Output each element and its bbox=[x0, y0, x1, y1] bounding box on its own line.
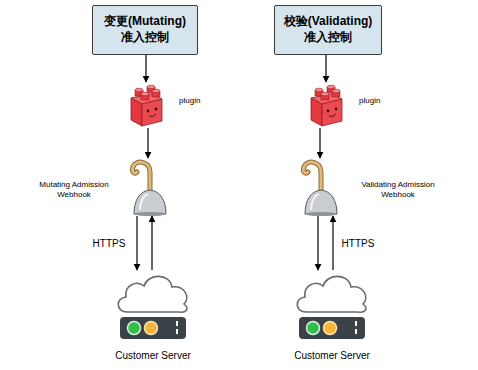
plugin-label: plugin bbox=[359, 96, 380, 106]
webhook-icon: Mutating Admission Webhook bbox=[126, 158, 172, 216]
customer-server-icon: Customer Server bbox=[113, 270, 193, 342]
brick-eye bbox=[155, 108, 158, 111]
hook-shine bbox=[311, 194, 319, 210]
webhook-icon: Validating Admission Webhook bbox=[297, 158, 343, 216]
server-label: Customer Server bbox=[294, 350, 370, 361]
brick-eye bbox=[327, 110, 330, 113]
arrow-connector bbox=[145, 55, 146, 82]
hook-bell bbox=[134, 190, 166, 214]
arrow-connector bbox=[136, 216, 137, 270]
server-slot bbox=[355, 329, 357, 334]
arrow-connector bbox=[332, 216, 333, 270]
hook-shine bbox=[140, 194, 148, 210]
cloud-outline bbox=[297, 276, 366, 312]
brick-stud-top bbox=[332, 89, 340, 93]
hook-bell bbox=[305, 190, 337, 214]
plugin-icon: plugin bbox=[127, 82, 165, 128]
server-led-green bbox=[128, 322, 141, 335]
plugin-illustration bbox=[127, 82, 165, 128]
admission-control-box: 校验(Validating) 准入控制 bbox=[274, 5, 382, 55]
brick-side bbox=[131, 98, 142, 126]
brick-stud-top bbox=[135, 88, 143, 92]
plugin-illustration bbox=[307, 82, 345, 128]
customer-server-icon: Customer Server bbox=[292, 270, 372, 342]
server-slot bbox=[176, 329, 178, 334]
brick-eye bbox=[147, 110, 150, 113]
cloud-outline bbox=[118, 276, 187, 312]
box-title: 校验(Validating) 准入控制 bbox=[278, 14, 378, 45]
server-slot bbox=[355, 321, 357, 326]
brick-stud-top bbox=[152, 89, 160, 93]
server-slot bbox=[176, 321, 178, 326]
admission-control-box: 变更(Mutating) 准入控制 bbox=[92, 5, 198, 55]
hook-rim bbox=[134, 212, 166, 216]
hook-rim bbox=[305, 212, 337, 216]
brick-stud-top bbox=[321, 92, 329, 96]
webhook-label: Validating Admission Webhook bbox=[347, 180, 449, 200]
cloud-illustration bbox=[292, 270, 372, 342]
server-body bbox=[120, 317, 186, 339]
cloud-illustration bbox=[113, 270, 193, 342]
arrow-connector bbox=[325, 55, 326, 82]
arrow-connector bbox=[317, 216, 318, 270]
arrow-connector bbox=[151, 216, 152, 270]
brick-front bbox=[322, 99, 342, 126]
brick-stud-top bbox=[141, 92, 149, 96]
brick-stud-top bbox=[327, 85, 335, 89]
plugin-icon: plugin bbox=[307, 82, 345, 128]
plugin-label: plugin bbox=[179, 96, 200, 106]
server-led-yellow bbox=[324, 322, 337, 335]
brick-stud-top bbox=[147, 85, 155, 89]
server-led-yellow bbox=[145, 322, 158, 335]
protocol-label: HTTPS bbox=[340, 238, 377, 249]
hook-illustration bbox=[126, 158, 172, 216]
arrow-connector bbox=[147, 128, 148, 158]
brick-smile bbox=[329, 114, 336, 117]
brick-stud-top bbox=[315, 88, 323, 92]
webhook-label: Mutating Admission Webhook bbox=[28, 180, 120, 200]
server-body bbox=[299, 317, 365, 339]
server-led-green bbox=[307, 322, 320, 335]
protocol-label: HTTPS bbox=[91, 238, 128, 249]
server-label: Customer Server bbox=[115, 350, 191, 361]
hook-illustration bbox=[297, 158, 343, 216]
arrow-connector bbox=[319, 128, 320, 158]
brick-side bbox=[311, 98, 322, 126]
box-title: 变更(Mutating) 准入控制 bbox=[96, 14, 194, 45]
brick-eye bbox=[335, 108, 338, 111]
brick-smile bbox=[149, 114, 156, 117]
brick-front bbox=[142, 99, 162, 126]
